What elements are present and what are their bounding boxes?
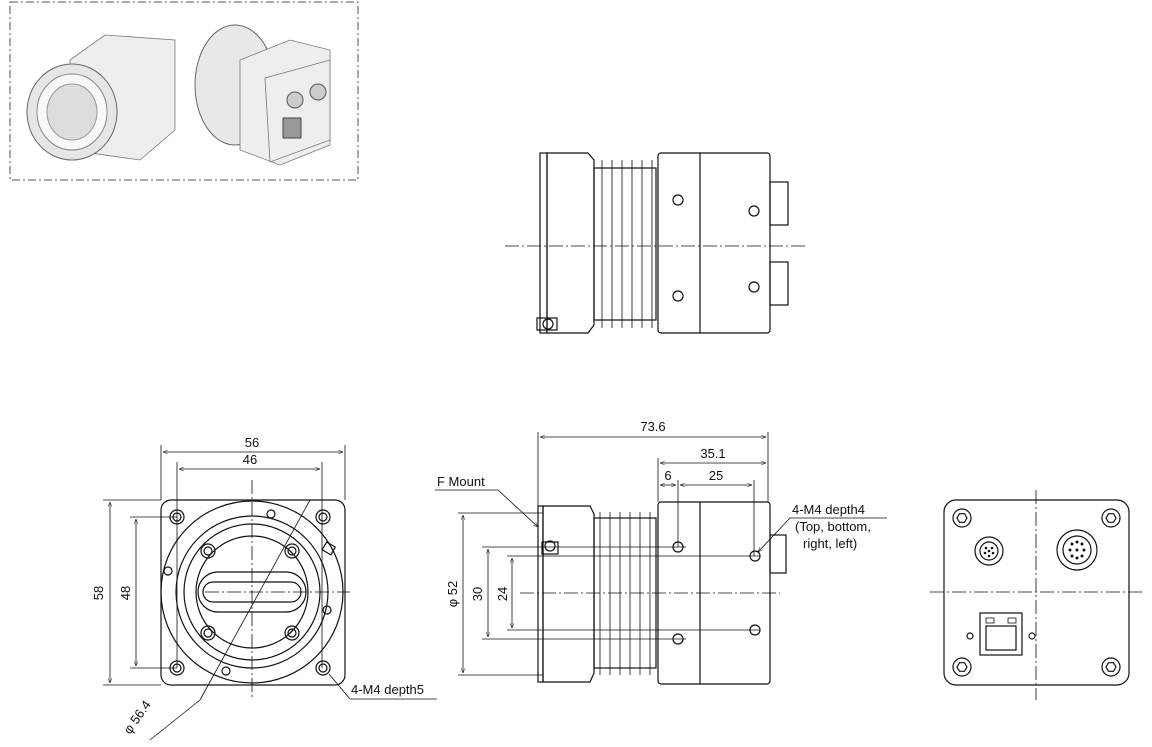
front-view xyxy=(149,480,350,741)
io-connector-icon xyxy=(974,536,1004,566)
dim-diameter: φ 52 xyxy=(445,581,460,608)
note-thread-side: 4-M4 depth4 xyxy=(792,502,865,517)
dim-width: 56 xyxy=(245,435,259,450)
front-view-dimensions: 56 46 58 48 φ 56.4 4-M4 depth5 xyxy=(91,435,437,737)
dim-hole-pitch-v: 48 xyxy=(118,586,133,600)
dim-hole-pitch-h: 46 xyxy=(243,452,257,467)
dim-hole-pitch-24: 24 xyxy=(495,587,510,601)
camera-photo-front xyxy=(26,34,176,161)
product-photo xyxy=(9,1,359,181)
dim-hole-pitch-30: 30 xyxy=(470,587,485,601)
camera-photo-back xyxy=(194,24,331,166)
ethernet-port-icon xyxy=(966,612,1036,656)
side-view-dimensions: 73.6 35.1 6 25 F Mount 4-M4 depth4 (Top,… xyxy=(435,419,887,676)
side-view-top xyxy=(505,152,805,334)
note-thread-side-sub1: (Top, bottom, xyxy=(795,519,871,534)
note-thread-side-sub2: right, left) xyxy=(803,536,857,551)
power-connector-icon xyxy=(1056,529,1098,571)
side-view-bottom xyxy=(520,501,787,685)
dim-hole-offset: 6 xyxy=(664,468,671,483)
dim-height: 58 xyxy=(91,586,106,600)
note-thread-front: 4-M4 depth5 xyxy=(351,682,424,697)
back-view xyxy=(930,490,1145,700)
dim-body-length: 35.1 xyxy=(700,446,725,461)
corner-screw-icons xyxy=(952,508,1121,677)
dim-hole-pitch: 25 xyxy=(709,468,723,483)
dim-flange-diameter: φ 56.4 xyxy=(120,698,154,737)
dim-overall-length: 73.6 xyxy=(640,419,665,434)
label-f-mount: F Mount xyxy=(437,474,485,489)
